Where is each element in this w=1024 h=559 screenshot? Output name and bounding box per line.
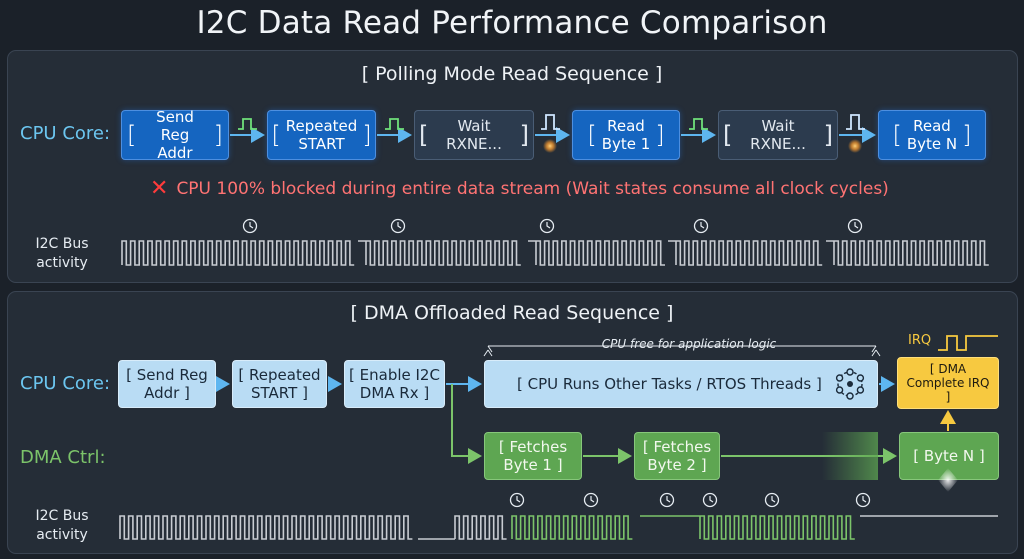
polling-step-line: Byte 1 bbox=[601, 135, 651, 153]
network-icon bbox=[835, 368, 865, 400]
dma-bus-label: I2C Bus activity bbox=[22, 507, 102, 545]
polling-step-line: Send bbox=[156, 108, 194, 126]
irq-box-line: ] bbox=[945, 390, 951, 404]
pulse-icon bbox=[385, 118, 404, 130]
dma-cpu-label: CPU Core: bbox=[20, 373, 111, 394]
cpu-free-tick bbox=[871, 345, 877, 353]
bus-label-line: activity bbox=[36, 255, 88, 271]
polling-bus-waveform bbox=[121, 240, 989, 266]
dma-step-line: DMA Rx ] bbox=[359, 384, 430, 402]
dma-fetch-line: Byte 2 ] bbox=[647, 456, 707, 474]
dma-trigger-arrow bbox=[451, 384, 482, 464]
clock-icon bbox=[702, 492, 718, 508]
dma-fetch-line: [ Byte N ] bbox=[913, 447, 985, 465]
other-tasks-text: [ CPU Runs Other Tasks / RTOS Threads ] bbox=[517, 375, 822, 393]
polling-step-line: START bbox=[298, 135, 345, 153]
polling-arrows bbox=[230, 114, 876, 153]
dma-cpu-other-tasks: [ CPU Runs Other Tasks / RTOS Threads ] bbox=[484, 360, 878, 408]
cross-icon: ✕ bbox=[150, 176, 169, 201]
polling-heading: [ Polling Mode Read Sequence ] bbox=[361, 63, 663, 85]
dma-step-line: [ Enable I2C bbox=[349, 366, 440, 384]
dma-step-line: [ Send Reg bbox=[126, 366, 208, 384]
cpu-free-tick bbox=[487, 345, 493, 353]
clock-icon bbox=[242, 218, 258, 234]
dma-arrows bbox=[216, 376, 958, 492]
pulse-icon bbox=[541, 114, 560, 130]
bus-label-line: I2C Bus bbox=[35, 508, 89, 524]
clock-icon bbox=[693, 218, 709, 234]
cpu-blocked-warning: ✕ CPU 100% blocked during entire data st… bbox=[150, 176, 889, 201]
dma-clock-markers bbox=[509, 492, 871, 508]
polling-step-wait-rxne-1: [ Wait RXNE... ] bbox=[414, 110, 534, 160]
wait-glow bbox=[543, 139, 557, 153]
polling-step-line: Wait RXNE... bbox=[446, 117, 502, 153]
polling-cpu-label: CPU Core: bbox=[20, 123, 111, 144]
irq-box-line: Complete IRQ bbox=[906, 376, 990, 390]
dma-bus-waveform-active bbox=[511, 515, 855, 540]
dma-fetch-line: [ Fetches bbox=[498, 438, 568, 456]
clock-icon bbox=[847, 218, 863, 234]
dma-heading: [ DMA Offloaded Read Sequence ] bbox=[350, 302, 674, 324]
dma-ctrl-label: DMA Ctrl: bbox=[20, 447, 106, 468]
clock-icon bbox=[855, 492, 871, 508]
polling-step-wait-rxne-2: [ Wait RXNE... ] bbox=[718, 110, 838, 160]
pulse-icon bbox=[238, 118, 257, 130]
dma-panel bbox=[7, 291, 1018, 554]
fading-fetch-blocks bbox=[822, 432, 878, 480]
dma-complete-irq-box: [ DMA Complete IRQ ] bbox=[897, 357, 999, 409]
clock-icon bbox=[509, 492, 525, 508]
pulse-icon bbox=[846, 114, 865, 130]
polling-step-line: Read bbox=[607, 117, 645, 135]
dma-step-line: Addr ] bbox=[144, 384, 190, 402]
clock-icon bbox=[659, 492, 675, 508]
polling-bus-label: I2C Bus activity bbox=[22, 235, 102, 273]
polling-clock-markers bbox=[242, 218, 863, 234]
dma-fetch-line: [ Fetches bbox=[642, 438, 712, 456]
cpu-blocked-text: CPU 100% blocked during entire data stre… bbox=[176, 178, 889, 199]
clock-icon bbox=[764, 492, 780, 508]
irq-pulse-icon bbox=[938, 335, 998, 351]
completion-sparkle bbox=[938, 468, 958, 492]
dma-fetch-line: Byte 1 ] bbox=[503, 456, 563, 474]
polling-step-line: Read bbox=[913, 117, 951, 135]
page-title: I2C Data Read Performance Comparison bbox=[196, 5, 828, 41]
wait-glow bbox=[848, 139, 862, 153]
polling-step-line: Repeated bbox=[285, 117, 358, 135]
bus-label-line: activity bbox=[36, 527, 88, 543]
irq-label: IRQ bbox=[908, 333, 932, 348]
cpu-free-arrowhead bbox=[483, 349, 493, 357]
polling-step-line: Reg Addr bbox=[157, 126, 193, 162]
polling-step-line: Byte N bbox=[906, 135, 958, 153]
polling-step-line: Wait RXNE... bbox=[750, 117, 806, 153]
pulse-icon bbox=[689, 118, 708, 130]
cpu-free-arrowhead bbox=[871, 349, 881, 357]
cpu-free-span bbox=[483, 345, 881, 357]
clock-icon bbox=[583, 492, 599, 508]
clock-icon bbox=[390, 218, 406, 234]
irq-box-line: [ DMA bbox=[929, 362, 967, 376]
bus-label-line: I2C Bus bbox=[35, 236, 89, 252]
dma-bus-waveform bbox=[119, 515, 998, 540]
dma-step-line: START ] bbox=[251, 384, 308, 402]
cpu-free-label: CPU free for application logic bbox=[560, 337, 818, 351]
clock-icon bbox=[539, 218, 555, 234]
dma-step-line: [ Repeated bbox=[238, 366, 321, 384]
